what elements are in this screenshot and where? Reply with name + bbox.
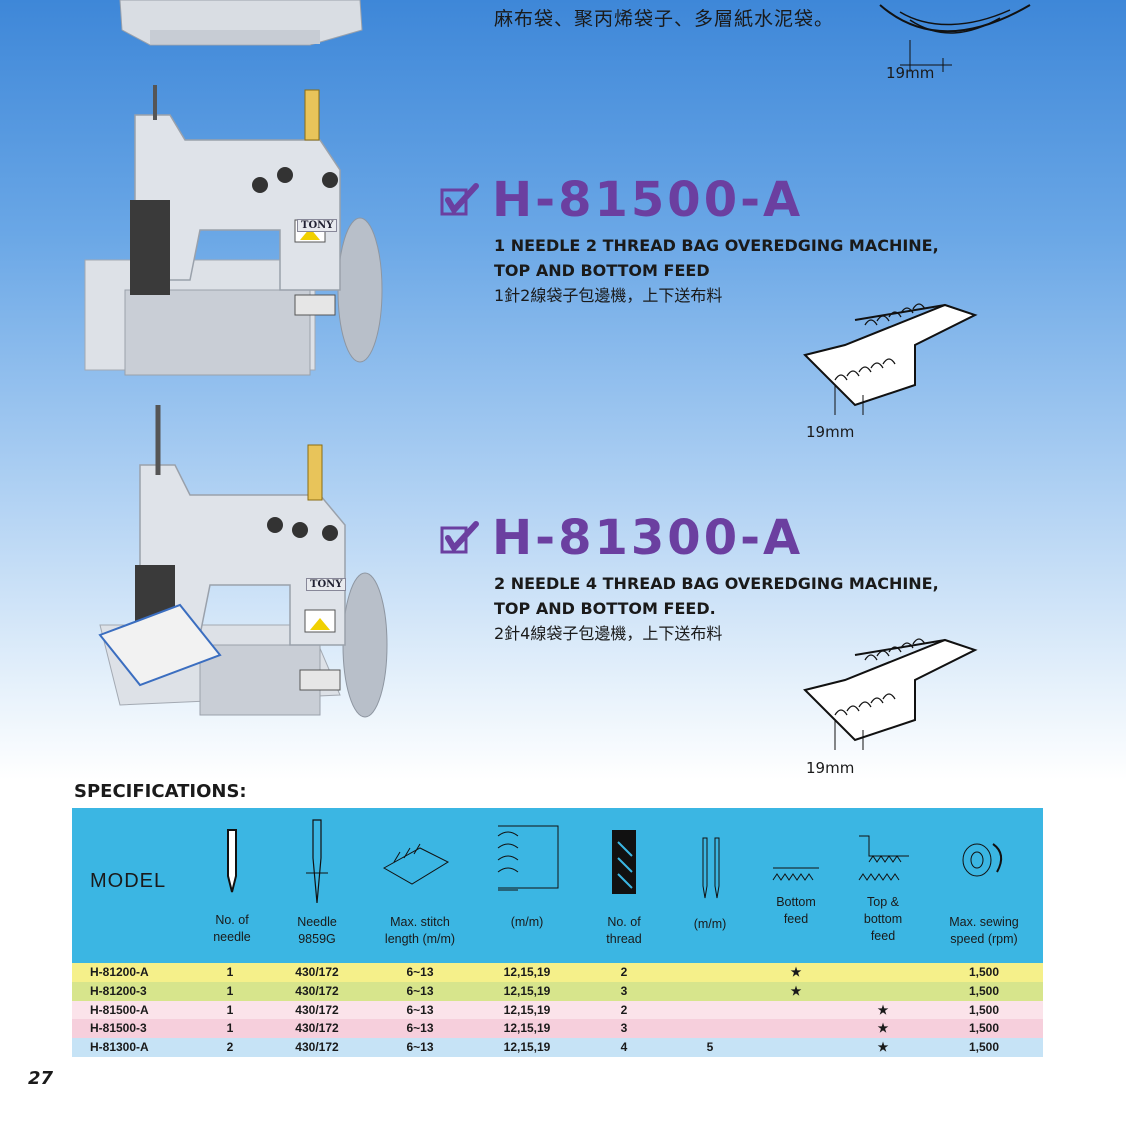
seam-width-h81300a: 19mm [806, 759, 855, 777]
gauge-needles-icon [702, 837, 720, 899]
description-chinese: 1針2線袋子包邊機，上下送布料 [494, 286, 723, 305]
cell-needle: 1 [226, 965, 234, 979]
cell-top-bottom-feed: ★ [877, 1040, 889, 1054]
model-heading-h81500a: H-81500-A [440, 172, 803, 228]
cell-width: 12,15,19 [503, 1040, 551, 1054]
col-label-gauge: (m/m) [693, 917, 727, 931]
description-h81500a: 1 NEEDLE 2 THREAD BAG OVEREDGING MACHINE… [494, 233, 939, 308]
cell-stitch: 6~13 [406, 1003, 434, 1017]
seam-width-h81500a: 19mm [806, 423, 855, 441]
cell-thread: 2 [620, 1003, 628, 1017]
cell-bottom-feed: ★ [790, 965, 802, 979]
description-line: TOP AND BOTTOM FEED. [494, 599, 716, 618]
machine-image-h81500a [84, 85, 383, 376]
table-row: H-81500-A 1 430/172 6~13 12,15,19 2 ★ 1,500 [72, 1001, 1043, 1020]
cell-needle-type: 430/172 [295, 984, 339, 998]
table-row: H-81300-A 2 430/172 6~13 12,15,19 4 5 ★ 1,500 [72, 1038, 1043, 1057]
cell-needle-type: 430/172 [295, 965, 339, 979]
model-title: H-81500-A [492, 172, 804, 228]
seam-diagram-top [879, 4, 1031, 72]
cell-thread: 3 [620, 984, 628, 998]
seam-width-icon [497, 825, 559, 891]
specifications-title: SPECIFICATIONS: [74, 781, 247, 802]
seam-diagram-h81500a [803, 303, 978, 415]
description-h81300a: 2 NEEDLE 4 THREAD BAG OVEREDGING MACHINE… [494, 571, 939, 646]
model-header: MODEL [90, 870, 167, 892]
cell-model: H-81200-A [90, 965, 149, 979]
cell-top-bottom-feed: ★ [877, 1003, 889, 1017]
stitch-length-icon [382, 843, 450, 885]
machine-image-h81300a [98, 405, 388, 718]
checkbox-icon [440, 521, 479, 554]
cell-width: 12,15,19 [503, 965, 551, 979]
cell-model: H-81500-A [90, 1003, 149, 1017]
cell-needle: 2 [226, 1040, 234, 1054]
machine-image-top [119, 0, 363, 46]
bottom-feed-icon [772, 867, 819, 881]
top-bottom-feed-icon [858, 835, 909, 881]
needle-icon [227, 829, 237, 893]
speed-icon [962, 843, 1003, 877]
description-line: 2 NEEDLE 4 THREAD BAG OVEREDGING MACHINE… [494, 574, 939, 593]
seam-width-top: 19mm [886, 64, 935, 82]
cell-speed: 1,500 [968, 1040, 1000, 1054]
cell-speed: 1,500 [968, 984, 1000, 998]
cell-width: 12,15,19 [503, 1003, 551, 1017]
machine-brand-2: TONY [306, 578, 347, 591]
needle-type-icon [306, 819, 328, 904]
top-tagline: 麻布袋、聚丙烯袋子、多層紙水泥袋。 [494, 8, 835, 30]
table-row: H-81200-A 1 430/172 6~13 12,15,19 2 ★ 1,500 [72, 963, 1043, 982]
cell-needle: 1 [226, 1021, 234, 1035]
cell-thread: 2 [620, 965, 628, 979]
cell-model: H-81500-3 [90, 1021, 147, 1035]
table-row: H-81200-3 1 430/172 6~13 12,15,19 3 ★ 1,500 [72, 982, 1043, 1001]
cell-speed: 1,500 [968, 1021, 1000, 1035]
machine-brand-1: TONY [297, 219, 338, 232]
thread-cone-icon [612, 830, 636, 894]
cell-top-bottom-feed: ★ [877, 1021, 889, 1035]
cell-width: 12,15,19 [503, 984, 551, 998]
cell-bottom-feed: ★ [790, 984, 802, 998]
cell-model: H-81300-A [90, 1040, 149, 1054]
description-line: TOP AND BOTTOM FEED [494, 261, 710, 280]
table-row: H-81500-3 1 430/172 6~13 12,15,19 3 ★ 1,500 [72, 1019, 1043, 1038]
model-title: H-81300-A [492, 510, 804, 566]
cell-gauge: 5 [706, 1040, 714, 1054]
model-heading-h81300a: H-81300-A [440, 510, 803, 566]
description-line: 1 NEEDLE 2 THREAD BAG OVEREDGING MACHINE… [494, 236, 939, 255]
cell-model: H-81200-3 [90, 984, 147, 998]
seam-diagram-h81300a [803, 638, 978, 750]
cell-width: 12,15,19 [503, 1021, 551, 1035]
cell-speed: 1,500 [968, 965, 1000, 979]
cell-speed: 1,500 [968, 1003, 1000, 1017]
page-number: 27 [28, 1068, 54, 1089]
cell-stitch: 6~13 [406, 984, 434, 998]
cell-stitch: 6~13 [406, 1021, 434, 1035]
cell-thread: 4 [620, 1040, 628, 1054]
cell-needle: 1 [226, 984, 234, 998]
description-chinese: 2針4線袋子包邊機，上下送布料 [494, 624, 723, 643]
cell-stitch: 6~13 [406, 1040, 434, 1054]
checkbox-icon [440, 183, 479, 216]
cell-thread: 3 [620, 1021, 628, 1035]
cell-needle-type: 430/172 [295, 1003, 339, 1017]
cell-needle-type: 430/172 [295, 1040, 339, 1054]
col-label-width: (m/m) [510, 915, 544, 929]
cell-stitch: 6~13 [406, 965, 434, 979]
cell-needle: 1 [226, 1003, 234, 1017]
cell-needle-type: 430/172 [295, 1021, 339, 1035]
